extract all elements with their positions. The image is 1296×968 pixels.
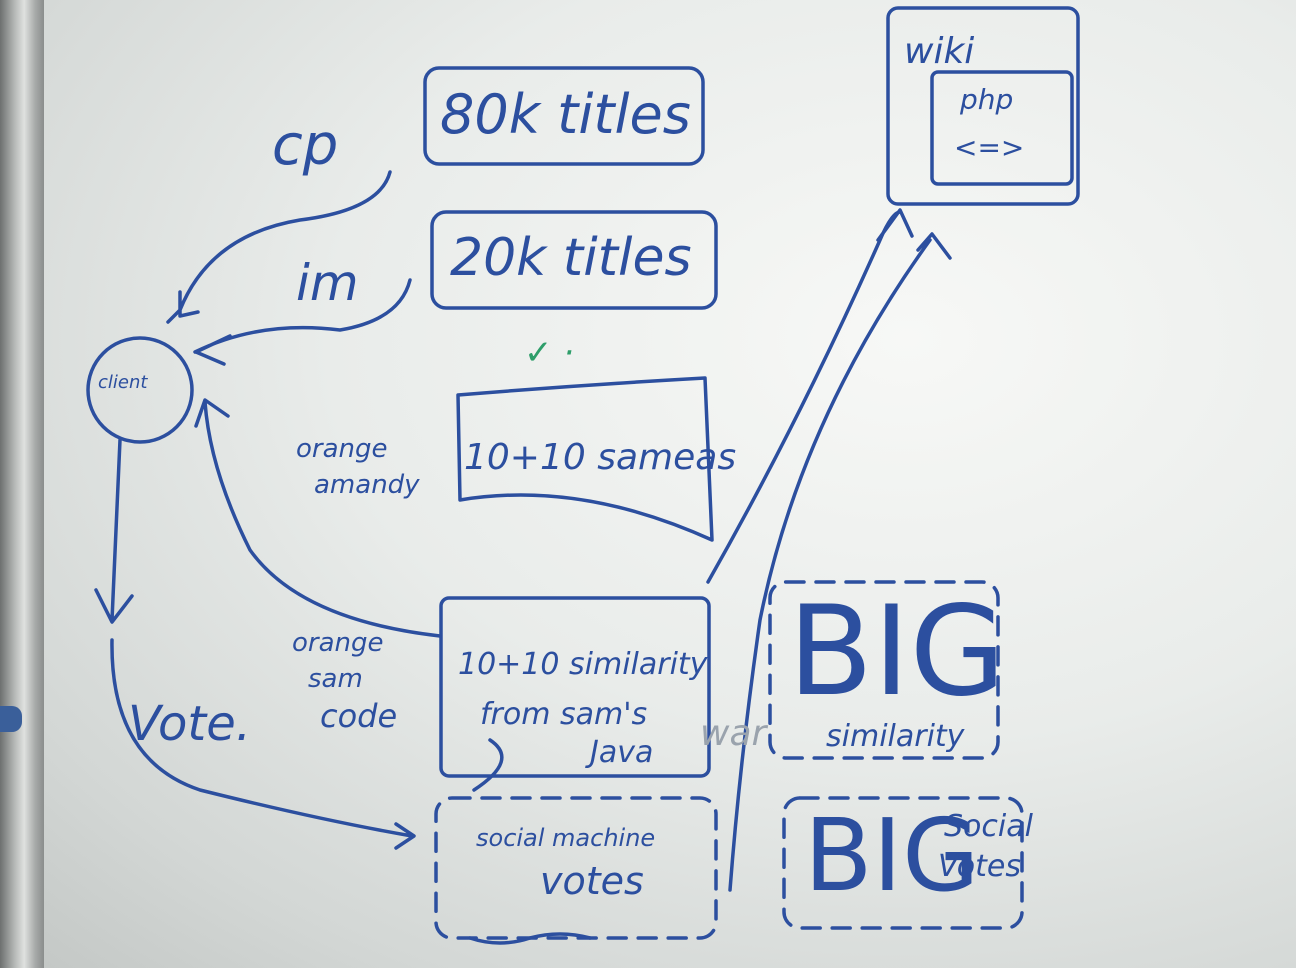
client-circle — [86, 336, 194, 444]
label-orange-amandy-2: amandy — [314, 470, 420, 500]
label-orange-amandy-1: orange — [296, 434, 388, 464]
label-wiki: wiki — [904, 31, 975, 72]
box-social-machine — [434, 796, 718, 940]
box-20k — [430, 210, 718, 310]
label-similarity-2: from sam's — [480, 697, 648, 732]
label-checkmark: ✓ · — [524, 333, 575, 373]
board-frame-left — [0, 0, 44, 968]
box-similarity — [439, 596, 711, 778]
arrow-vote-social — [110, 638, 416, 850]
label-big-social-1: Social — [944, 809, 1033, 844]
box-big-social — [782, 796, 1024, 930]
label-sameas: 10+10 sameas — [464, 437, 737, 478]
box-php — [930, 70, 1074, 186]
arrow-cp-client — [166, 170, 392, 324]
label-big-similarity: similarity — [826, 719, 965, 754]
label-80k-titles: 80k titles — [440, 83, 691, 146]
marker-tip — [0, 706, 22, 732]
arrow-similarity-client — [194, 398, 442, 638]
label-cp: cp — [272, 113, 339, 178]
box-wiki — [886, 6, 1080, 206]
label-im: im — [296, 254, 359, 312]
box-big-similarity — [768, 580, 1000, 760]
label-war-faint: war — [700, 713, 767, 754]
label-orange-sam-2: sam — [308, 664, 363, 694]
scribble-similarity — [472, 738, 504, 792]
label-social-machine: social machine — [476, 824, 656, 852]
label-20k-titles: 20k titles — [450, 228, 692, 288]
label-vote: Vote. — [128, 696, 251, 752]
label-orange-sam-1: orange — [292, 628, 384, 658]
label-similarity-3: Java — [590, 735, 654, 770]
label-big-social-2: Votes — [938, 849, 1021, 884]
arrow-social-wiki — [728, 232, 952, 892]
box-sameas — [456, 376, 714, 542]
label-big-2: BIG — [804, 797, 980, 914]
label-orange-sam-3: code — [320, 697, 398, 735]
box-80k — [423, 66, 705, 166]
arrow-im-client — [193, 278, 412, 366]
arrow-client-down — [94, 438, 134, 624]
label-big-1: BIG — [788, 580, 1006, 724]
label-php: php — [960, 83, 1014, 116]
label-similarity-1: 10+10 similarity — [458, 647, 708, 682]
scribble-social — [468, 932, 592, 945]
label-php-arrows: <=> — [954, 131, 1025, 164]
arrow-similarity-wiki — [706, 208, 914, 584]
label-social-votes: votes — [540, 859, 644, 903]
label-client: client — [98, 372, 148, 393]
